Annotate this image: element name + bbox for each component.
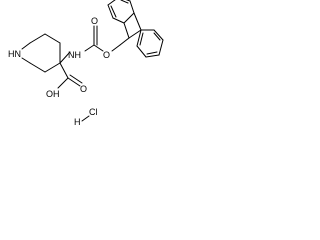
left-benzene-bond-4	[125, 0, 131, 2]
c4-to-nh-bond	[59, 51, 71, 64]
left-benzene-bond-1	[112, 17, 125, 24]
piperidine-bond-7	[21, 42, 31, 50]
acid-carbonyl-oxygen-label: O	[80, 84, 87, 94]
c4-to-cooh-bond	[59, 62, 69, 79]
left-benzene-bond-5	[129, 0, 135, 14]
right-benzene-inner-3	[139, 32, 144, 46]
quaternary-carbon-bonds	[59, 51, 71, 79]
acid-hydroxyl-label: OH	[46, 89, 60, 99]
carbonyl-to-ester-o-bond	[93, 44, 104, 52]
hcl-hydrogen-label: H	[74, 117, 81, 127]
h-cl-bond	[81, 115, 90, 122]
chemical-structure-diagram: HN NH O O	[8, 0, 164, 127]
five-ring-bond-2	[133, 12, 142, 31]
left-benzene-bond-3	[107, 0, 116, 6]
carbamate-nh-label: NH	[68, 50, 81, 60]
fluorenyl-group	[107, 0, 164, 58]
carbamate-group	[84, 25, 104, 52]
right-benzene-inner-2	[146, 51, 158, 55]
five-ring-bond-1	[123, 12, 135, 24]
right-benzene-inner-1	[153, 32, 161, 41]
acid-c-to-o-double-a	[67, 77, 81, 87]
fmoc-linker	[111, 37, 130, 52]
fluorene-c9-left-bond	[123, 22, 130, 39]
piperidine-nitrogen-label: HN	[8, 49, 21, 59]
carbonyl-oxygen-label: O	[91, 16, 98, 26]
left-benzene-inner-1	[110, 5, 117, 18]
hcl-chlorine-label: Cl	[89, 107, 98, 117]
piperidine-bond-5	[29, 62, 46, 73]
right-benzene-bond-5	[136, 45, 147, 58]
piperidine-bond-1	[29, 33, 46, 44]
ester-oxygen-label: O	[103, 50, 110, 60]
ch2-to-fluorenyl-bond	[119, 37, 130, 46]
right-benzene-bond-2	[153, 29, 164, 41]
piperidine-ring	[21, 33, 61, 73]
right-benzene-bond-3	[158, 39, 164, 56]
piperidine-bond-2	[44, 33, 61, 44]
acid-c-to-o-double-b	[69, 74, 83, 84]
left-benzene-inner-2	[120, 0, 129, 4]
right-benzene-bond-4	[145, 54, 160, 58]
piperidine-bond-6	[21, 57, 31, 64]
ester-o-to-ch2-bond	[111, 44, 121, 52]
piperidine-bond-4	[44, 62, 61, 73]
nh-to-carbonyl-bond	[84, 44, 95, 52]
carboxylic-acid-group	[57, 74, 83, 89]
hcl-salt: H Cl	[74, 107, 98, 127]
left-benzene-bond-2	[107, 4, 114, 19]
fluorene-c9-right-bond	[128, 29, 142, 39]
acid-c-to-oh-bond	[57, 77, 69, 89]
right-benzene-bond-6	[136, 29, 142, 47]
